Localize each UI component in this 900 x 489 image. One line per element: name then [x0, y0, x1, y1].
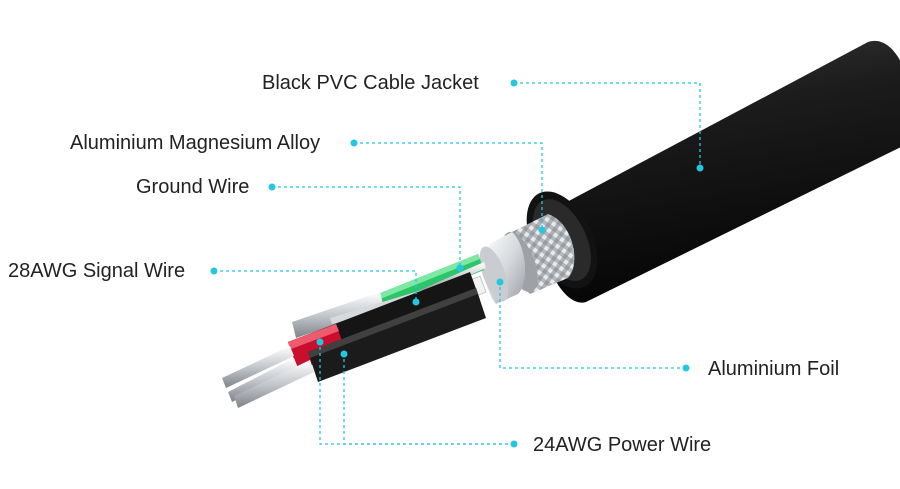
leader-dots [210, 79, 704, 448]
power-wire-black [234, 288, 486, 408]
label-24awg-power-wire: 24AWG Power Wire [533, 434, 712, 456]
aluminium-foil [479, 232, 526, 304]
label-black-pvc-cable-jacket: Black PVC Cable Jacket [262, 72, 479, 94]
label-ground-wire: Ground Wire [136, 176, 250, 198]
leader-lines [214, 82, 701, 445]
label-aluminium-foil: Aluminium Foil [708, 358, 840, 380]
label-28awg-signal-wire: 28AWG Signal Wire [8, 260, 186, 282]
label-aluminium-magnesium-alloy: Aluminium Magnesium Alloy [70, 132, 321, 154]
